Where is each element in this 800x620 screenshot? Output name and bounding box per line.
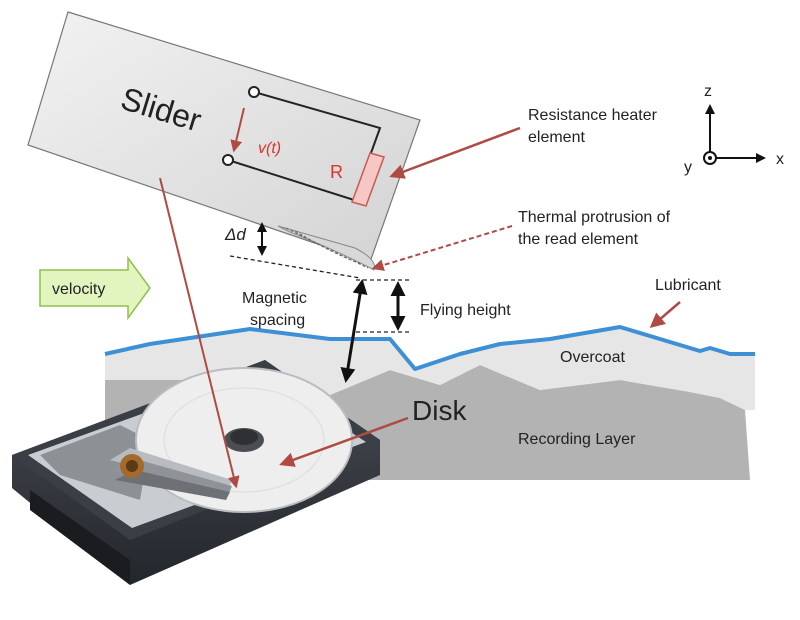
velocity-arrow [39, 255, 151, 321]
magnetic-spacing-arrow [340, 279, 368, 383]
disk-label: Disk [412, 395, 467, 426]
axis-y-label: y [684, 159, 692, 176]
heater-callout-arrow [389, 126, 521, 179]
heater-label-2: element [528, 129, 585, 146]
voltage-label: v(t) [258, 140, 281, 157]
delta-d-label: Δd [224, 225, 246, 244]
terminal-bottom [222, 154, 234, 166]
hard-drive-illustration [12, 360, 380, 585]
overcoat-label: Overcoat [560, 349, 625, 366]
protrusion-label-2: the read element [518, 231, 639, 248]
overcoat-layer [105, 328, 755, 410]
axis-z-label: z [704, 83, 712, 100]
heater-label-1: Resistance heater [528, 107, 658, 124]
resistor-label: R [330, 162, 343, 182]
callout-arrows [159, 126, 681, 489]
terminal-top [248, 86, 260, 98]
protrusion-callout-arrow [371, 225, 513, 271]
magnetic-spacing-label-2: spacing [250, 312, 305, 329]
slider-to-drive-line [159, 177, 240, 489]
coordinate-axes: z x y [684, 83, 784, 176]
magnetic-spacing-label-1: Magnetic [242, 290, 307, 307]
lubricant-callout-arrow [649, 301, 681, 328]
delta-d-indicator: Δd [224, 222, 361, 279]
lubricant-line [104, 325, 755, 371]
disk-callout-arrow [279, 416, 409, 467]
velocity-label: velocity [52, 281, 105, 298]
protrusion-label-1: Thermal protrusion of [518, 209, 671, 226]
slider-body [27, 11, 421, 263]
heater-resistor [351, 152, 385, 207]
spacing-indicators: Magnetic spacing Flying height [242, 279, 511, 383]
slider-block: Slider R v(t) [27, 11, 421, 271]
recording-layer-label: Recording Layer [518, 431, 636, 448]
voltage-arrow [230, 107, 245, 153]
velocity-indicator: velocity [39, 255, 151, 321]
axis-x-label: x [776, 151, 784, 168]
lubricant-label: Lubricant [655, 277, 721, 294]
flying-height-label: Flying height [420, 302, 511, 319]
